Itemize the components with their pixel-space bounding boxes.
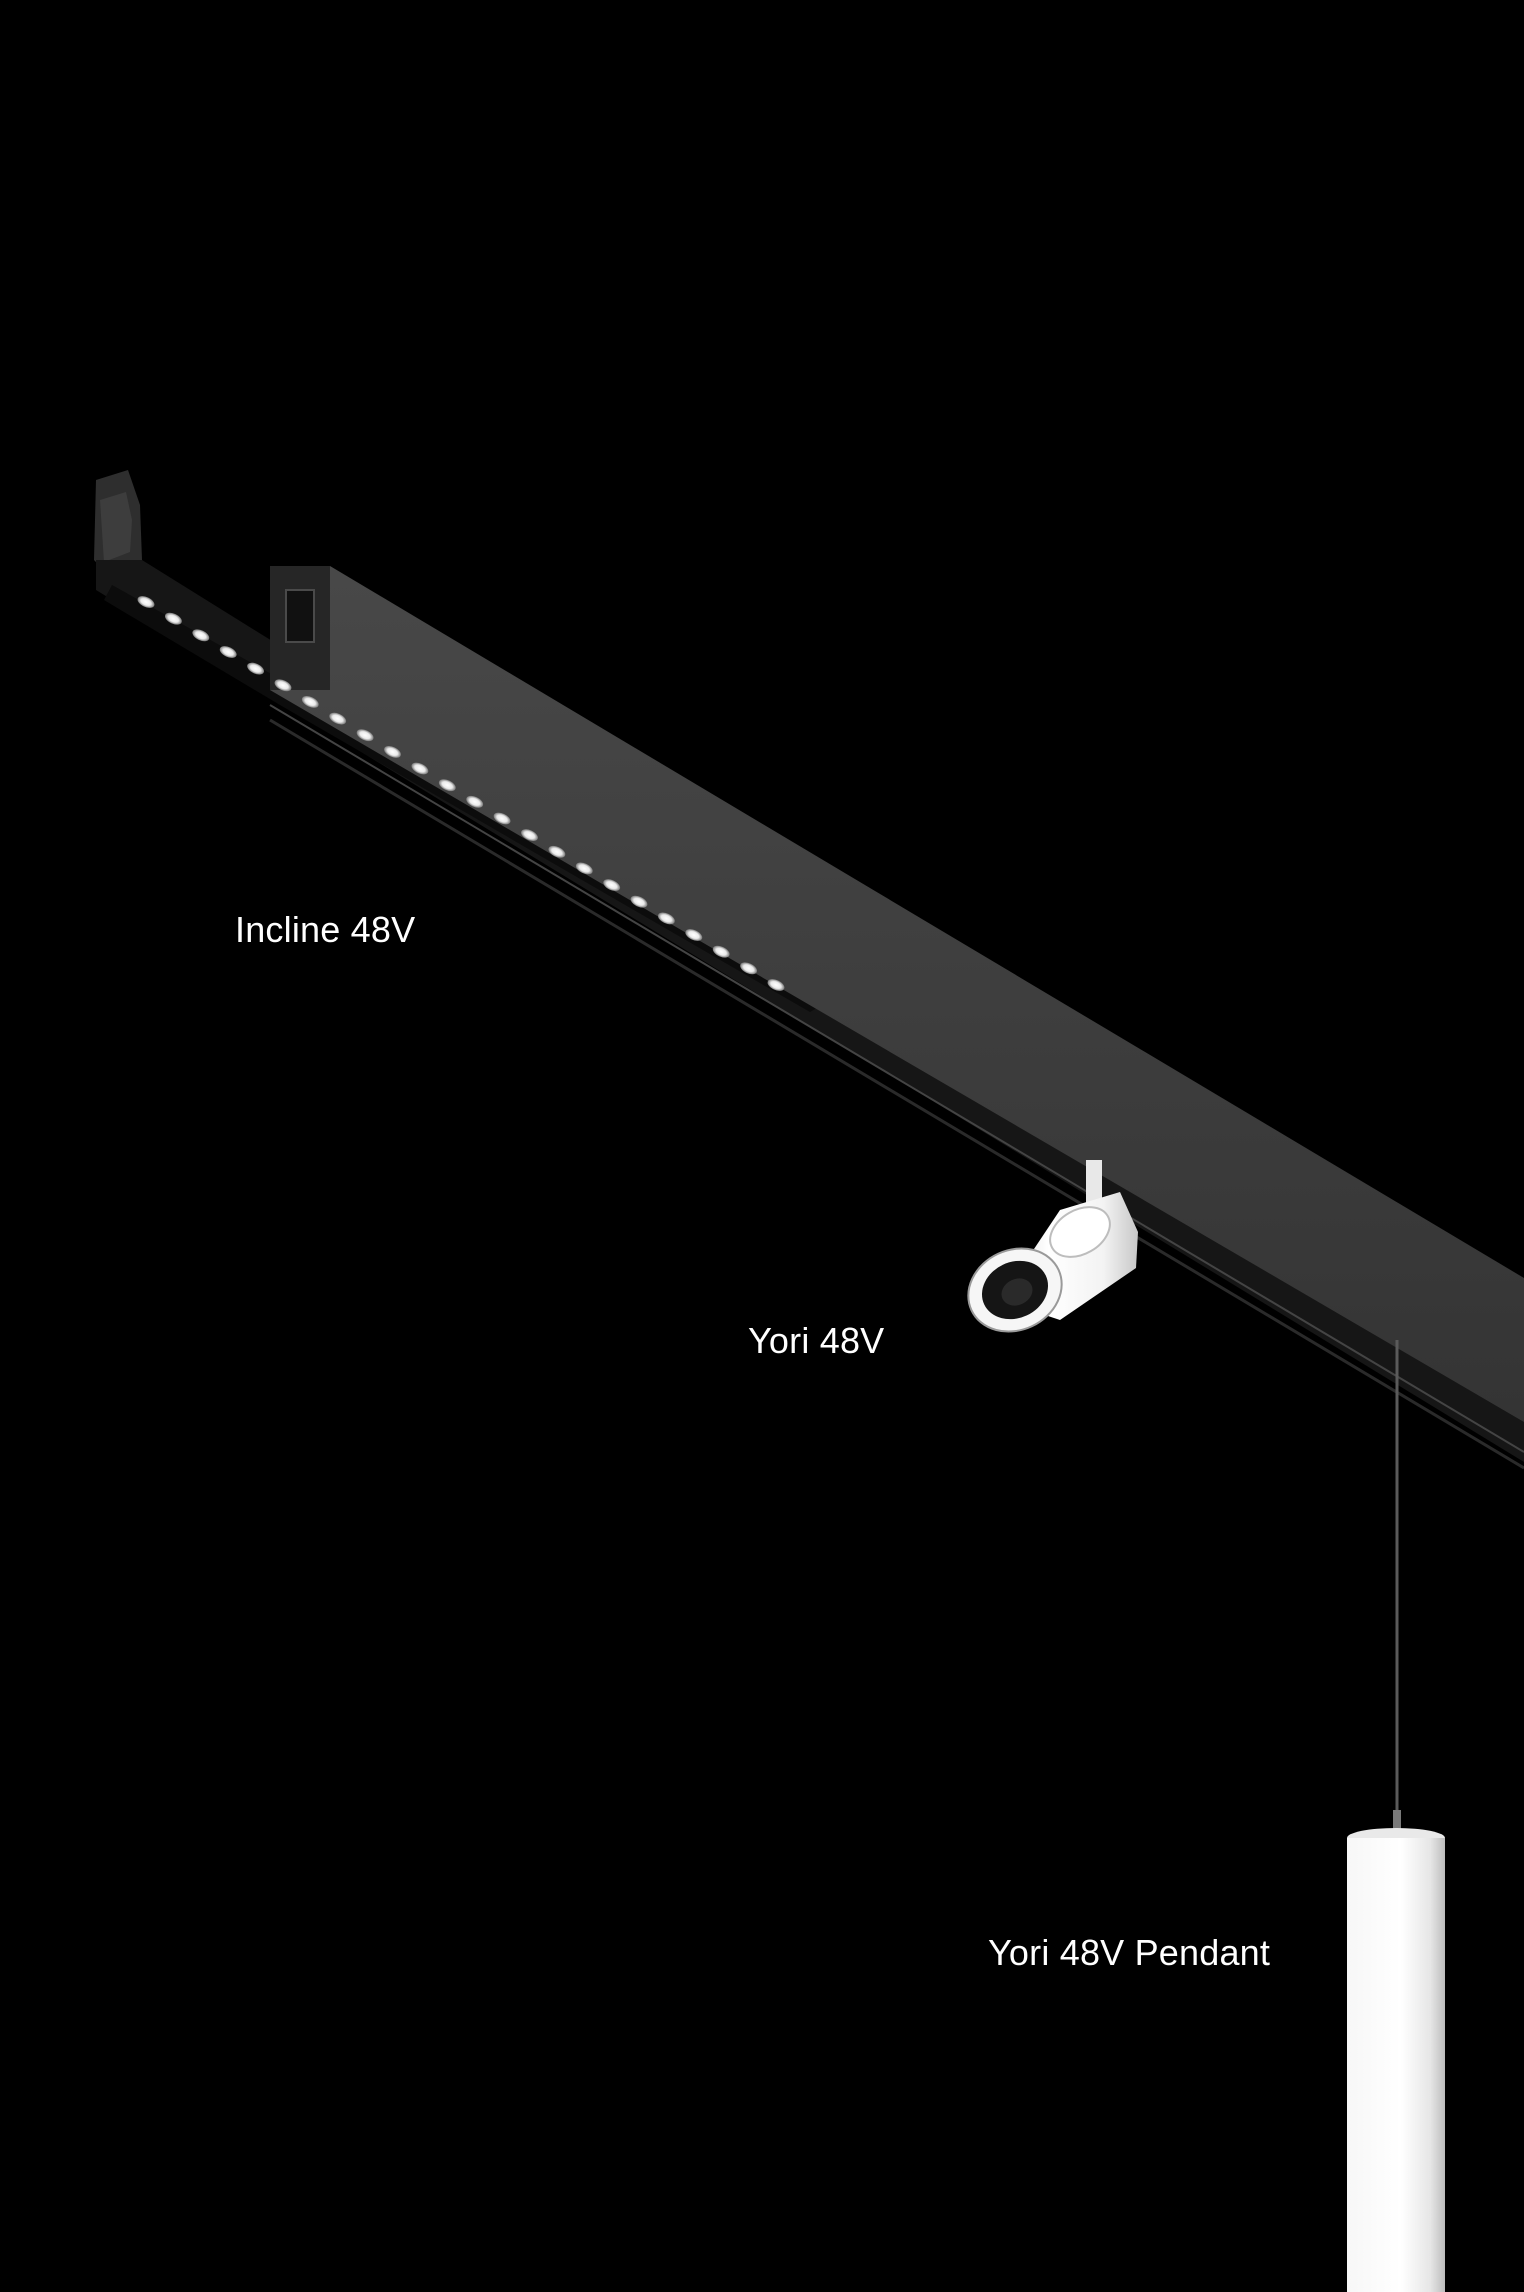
led-dot (548, 845, 566, 858)
led-dot (411, 762, 429, 775)
led-dot (384, 745, 401, 758)
yori-spotlight (967, 1160, 1138, 1333)
track-end-connector-face (100, 492, 132, 562)
led-dot (493, 812, 511, 825)
led-dot (274, 679, 292, 692)
led-dot (657, 912, 675, 925)
led-dot (466, 795, 484, 808)
spotlight-ring (1049, 1206, 1111, 1258)
led-dot (712, 945, 730, 958)
led-dot (575, 862, 593, 875)
led-dot (630, 895, 648, 908)
led-dot (301, 695, 319, 708)
led-dot (356, 729, 374, 742)
incline-track (94, 470, 1524, 1470)
incline-48v-label: Incline 48V (235, 909, 416, 950)
led-dot (329, 712, 347, 725)
track-rail-groove (269, 718, 1524, 1470)
led-dot (137, 596, 155, 608)
track-profile-slot (285, 589, 315, 643)
led-dot (685, 929, 703, 941)
yori-48v-label: Yori 48V (748, 1320, 885, 1361)
spotlight-lens-core (1001, 1278, 1033, 1306)
pendant-cable-grip (1393, 1810, 1401, 1832)
led-dot (740, 962, 758, 975)
led-dot (247, 662, 265, 675)
led-dot (767, 979, 785, 991)
led-dot (192, 629, 210, 642)
led-dot (521, 829, 538, 842)
track-rail-highlight (269, 704, 1524, 1453)
led-dot (603, 879, 621, 892)
led-dot (164, 612, 182, 625)
pendant-body (1347, 1838, 1445, 2292)
yori-48v-pendant-label: Yori 48V Pendant (988, 1932, 1271, 1973)
track-top-surface (270, 566, 1524, 1422)
led-dot (219, 646, 237, 658)
led-dot (438, 779, 456, 792)
led-array (137, 596, 785, 991)
yori-pendant (1347, 1340, 1445, 2292)
